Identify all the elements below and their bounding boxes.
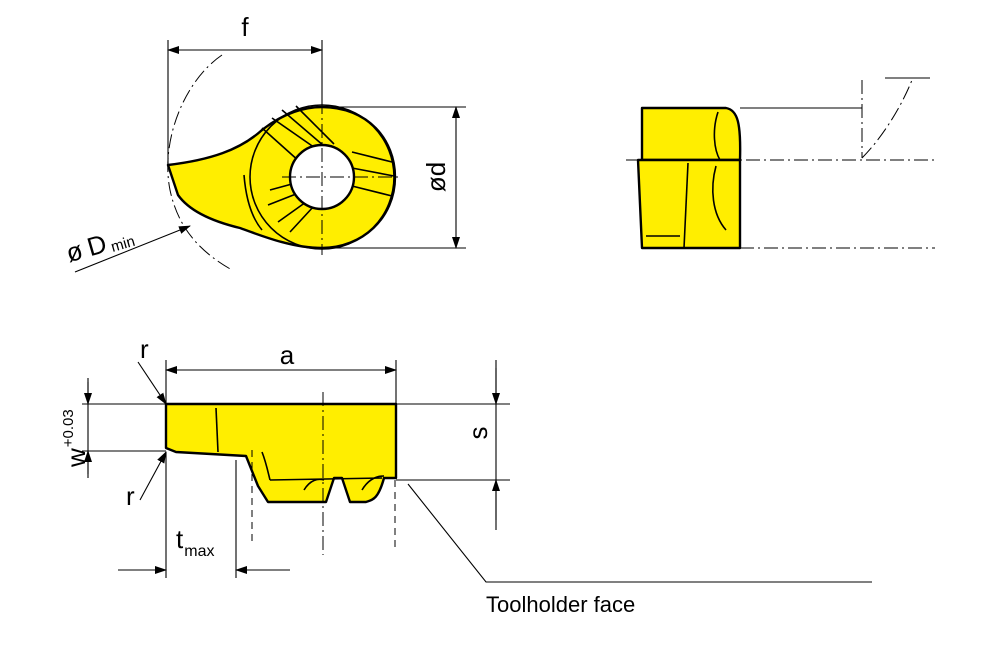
d-min-sub: min (109, 233, 137, 256)
profile-view: a w+0.03 r r s tmax Toolholder face (60, 334, 872, 617)
d-min-leader (74, 225, 191, 273)
d-min-symbol: ø (63, 235, 87, 268)
profile-inner-base (269, 477, 383, 481)
r-top-leader (137, 361, 167, 405)
end-view-insert-body (166, 105, 397, 250)
side-groove-line (683, 162, 689, 249)
t-letter: t (176, 524, 184, 554)
side-view-lower-body (636, 158, 742, 250)
a-label: a (280, 340, 295, 370)
t-max-label: tmax (176, 524, 214, 560)
d-label: ød (421, 162, 451, 192)
r-top-label: r (140, 334, 149, 364)
profile-groove-left (303, 478, 325, 491)
side-arc-dashdot (861, 79, 913, 159)
r-bottom-label: r (126, 481, 135, 511)
side-groove-upper (713, 111, 721, 161)
toolholder-face-leader (407, 483, 872, 583)
w-letter: w (61, 448, 91, 468)
d-min-circle (167, 54, 233, 271)
w-tolerance: +0.03 (60, 409, 77, 447)
d-min-label: øDmin (63, 220, 137, 268)
t-sub: max (184, 543, 214, 560)
profile-insert-body (164, 402, 398, 504)
toolholder-face-label: Toolholder face (486, 592, 635, 617)
profile-inner-curve (261, 451, 271, 481)
d-min-letter: D (84, 228, 110, 262)
r-bottom-leader (139, 451, 167, 501)
s-label: s (463, 427, 493, 440)
end-view: f ød øDmin (63, 12, 466, 273)
profile-step-line (215, 407, 219, 453)
profile-groove-right (361, 475, 385, 491)
side-view-upper-body (640, 106, 742, 162)
side-groove-lower (712, 165, 727, 231)
side-view (626, 77, 935, 250)
w-label: w+0.03 (60, 409, 91, 468)
chip-grooves (243, 105, 395, 233)
f-label: f (241, 12, 249, 42)
